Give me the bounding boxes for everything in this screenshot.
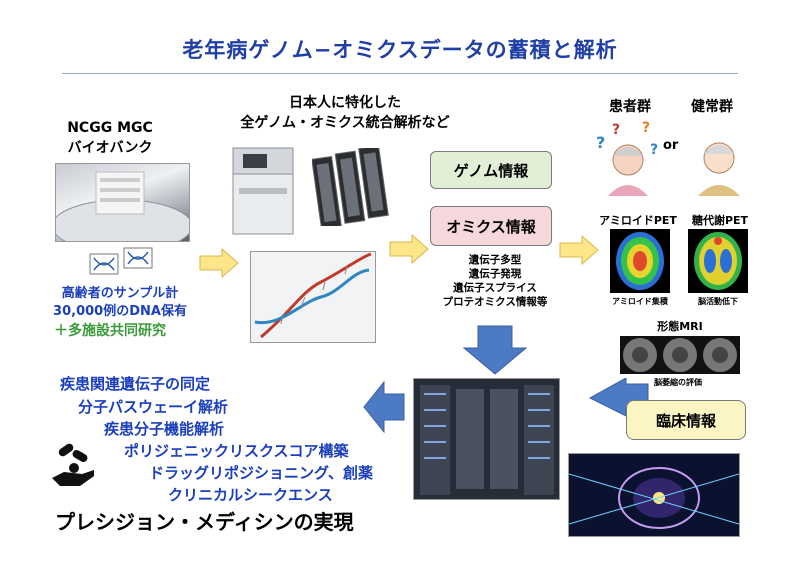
analysis-label: 日本人に特化した 全ゲノム・オミクス統合解析など [225, 93, 465, 133]
biobank-subtitle: バイオバンク [67, 140, 153, 156]
dna-helix-photo [250, 251, 376, 343]
server-room-photo [413, 378, 560, 500]
mri-label: 形態MRI [657, 320, 703, 333]
genome-info-box: ゲノム情報 [430, 151, 552, 189]
output-item: 疾患分子機能解析 [104, 420, 225, 438]
glucose-pet-label: 糖代謝PET [691, 214, 749, 227]
medicine-hand-icon [50, 442, 98, 490]
ai-brain-photo [568, 453, 740, 537]
arrow-down [462, 324, 528, 376]
sample-count-line2: 30,000例のDNA保有 [53, 304, 187, 319]
arrow-left [362, 380, 406, 434]
arrow-right-3 [558, 234, 600, 266]
biobank-label: NCGG MGC バイオバンク [40, 118, 180, 158]
analysis-line2: 全ゲノム・オミクス統合解析など [240, 115, 450, 131]
output-item: クリニカルシークエンス [168, 486, 333, 504]
omics-info-box: オミクス情報 [430, 206, 552, 246]
output-item: ポリジェニックリスクスコア構築 [124, 442, 349, 460]
freezer-photo [55, 163, 190, 242]
arrow-right-2 [388, 233, 430, 265]
mri-caption: 脳萎縮の評価 [654, 378, 702, 387]
svg-text:?: ? [596, 133, 605, 152]
flowcell-photo [311, 145, 392, 230]
omics-item: プロテオミクス情報等 [442, 296, 548, 308]
amyloid-pet-image [610, 229, 670, 293]
omics-item: 遺伝子スプライス [453, 282, 537, 294]
patient-illustration: ? ? ? ? [592, 118, 662, 196]
precision-medicine-text: プレシジョン・メディシンの実現 [55, 510, 354, 534]
svg-text:?: ? [642, 120, 650, 136]
biobank-name: NCGG MGC [67, 120, 153, 136]
sample-count-line1: 高齢者のサンプル計 [61, 286, 179, 301]
sequencer-photo [225, 140, 303, 238]
mri-images [620, 336, 740, 374]
output-item: ドラッグリポジショニング、創薬 [149, 464, 373, 482]
glucose-pet-image [688, 229, 748, 293]
dna-sample-icon [88, 246, 160, 276]
title-divider [62, 73, 738, 74]
patients-label: 患者群 [609, 99, 651, 115]
glucose-caption: 脳活動低下 [698, 297, 738, 306]
output-item: 疾患関連遺伝子の同定 [60, 375, 211, 393]
page-title: 老年病ゲノム−オミクスデータの蓄積と解析 [182, 38, 618, 62]
output-item: 分子パスウェーイ解析 [78, 398, 229, 416]
or-text: or [663, 138, 679, 153]
arrow-right-1 [198, 247, 240, 279]
svg-text:?: ? [612, 122, 620, 138]
collaboration-text: ＋多施設共同研究 [54, 323, 166, 339]
amyloid-pet-label: アミロイドPET [599, 214, 677, 227]
amyloid-caption: アミロイド集積 [612, 297, 668, 306]
analysis-line1: 日本人に特化した [289, 95, 401, 111]
svg-text:?: ? [650, 142, 658, 158]
omics-item: 遺伝子多型 [468, 254, 522, 266]
clinical-info-box: 臨床情報 [626, 400, 746, 440]
sample-count-text: 高齢者のサンプル計 30,000例のDNA保有 [35, 285, 205, 321]
omics-items-list: 遺伝子多型 遺伝子発現 遺伝子スプライス プロテオミクス情報等 [425, 253, 565, 309]
healthy-illustration [690, 118, 748, 196]
healthy-label: 健常群 [691, 99, 733, 115]
omics-item: 遺伝子発現 [468, 268, 522, 280]
